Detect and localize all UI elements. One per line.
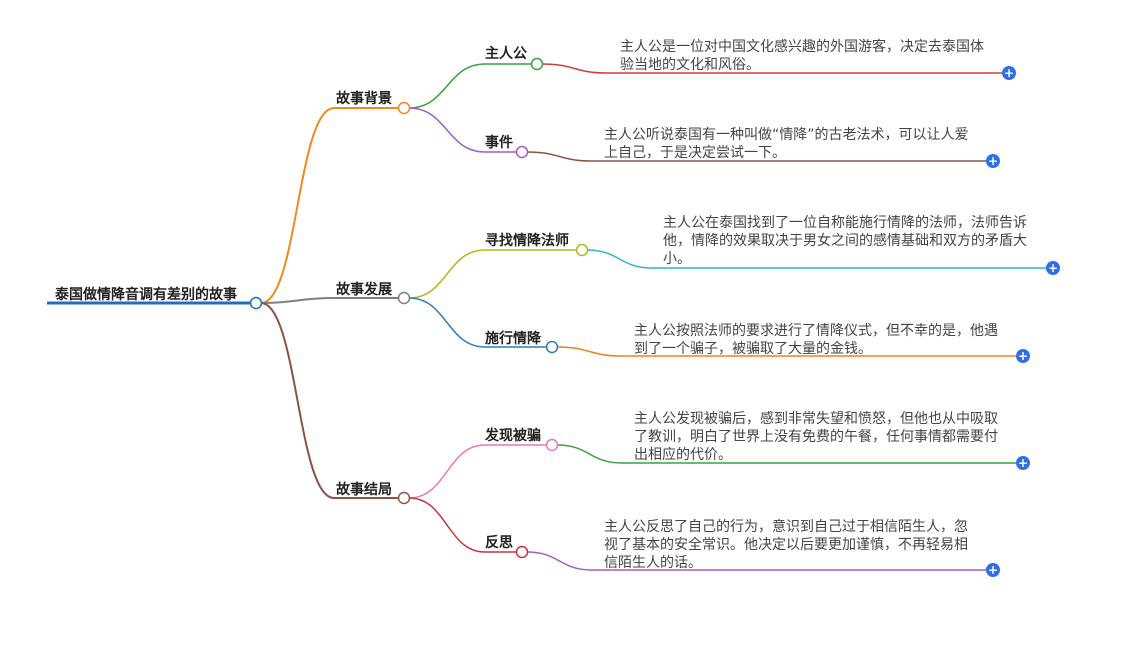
node-circle-background [397,101,411,115]
connector-protagonist [408,63,486,109]
expand-find-master-plus-icon[interactable]: + [1046,261,1060,275]
connector-root-ending [260,302,335,499]
node-circle-find-master [575,243,589,257]
desc-find-master: 主人公在泰国找到了一位自称能施行情降的法师，法师告诉他，情降的效果取决于男女之间… [663,215,1027,267]
node-label-discover-scam[interactable]: 发现被骗 [485,428,541,444]
desc-discover-scam: 主人公发现被骗后，感到非常失望和愤怒，但他也从中吸取了教训，明白了世界上没有免费… [634,411,998,463]
desc-connector-event [526,151,593,162]
node-circle-development [397,291,411,305]
expand-event-plus-icon[interactable]: + [986,154,1000,168]
desc-perform-ritual: 主人公按照法师的要求进行了情降仪式，但不幸的是，他遇到了一个骗子，被骗取了大量的… [634,323,998,357]
connector-reflection [408,497,486,553]
desc-connector-reflection [526,551,593,571]
connector-root-development [260,297,335,304]
node-label-event[interactable]: 事件 [485,135,513,151]
desc-connector-perform-ritual [556,346,623,357]
node-circle-event [515,145,529,159]
connector-root-background [260,107,335,304]
root-node-label[interactable]: 泰国做情降音调有差别的故事 [55,287,237,303]
branch-label-development[interactable]: 故事发展 [336,282,392,298]
branch-label-background[interactable]: 故事背景 [336,91,392,107]
node-circle-ending [397,491,411,505]
node-circle-discover-scam [545,438,559,452]
expand-protagonist-plus-icon[interactable]: + [1002,66,1016,80]
node-circle-protagonist [530,57,544,71]
desc-connector-find-master [586,249,653,269]
expand-reflection-plus-icon[interactable]: + [986,563,1000,577]
node-label-reflection[interactable]: 反思 [485,535,513,551]
desc-reflection: 主人公反思了自己的行为，意识到自己过于相信陌生人，忽视了基本的安全常识。他决定以… [604,519,968,571]
branch-label-ending[interactable]: 故事结局 [336,482,392,498]
desc-connector-discover-scam [556,444,623,464]
connector-find-master [408,249,486,299]
connector-perform-ritual [408,297,486,348]
node-circle-reflection [515,545,529,559]
desc-protagonist: 主人公是一位对中国文化感兴趣的外国游客，决定去泰国体验当地的文化和风俗。 [620,39,984,73]
expand-perform-ritual-plus-icon[interactable]: + [1016,349,1030,363]
connector-event [408,107,486,153]
connector-discover-scam [408,444,486,499]
desc-connector-protagonist [541,63,608,74]
expand-discover-scam-plus-icon[interactable]: + [1016,456,1030,470]
node-label-protagonist[interactable]: 主人公 [485,46,527,62]
node-label-perform-ritual[interactable]: 施行情降 [485,331,541,347]
node-label-find-master[interactable]: 寻找情降法师 [485,233,569,249]
node-circle-root [249,296,263,310]
desc-event: 主人公听说泰国有一种叫做“情降”的古老法术，可以让人爱上自己，于是决定尝试一下。 [604,127,969,161]
node-circle-perform-ritual [545,340,559,354]
